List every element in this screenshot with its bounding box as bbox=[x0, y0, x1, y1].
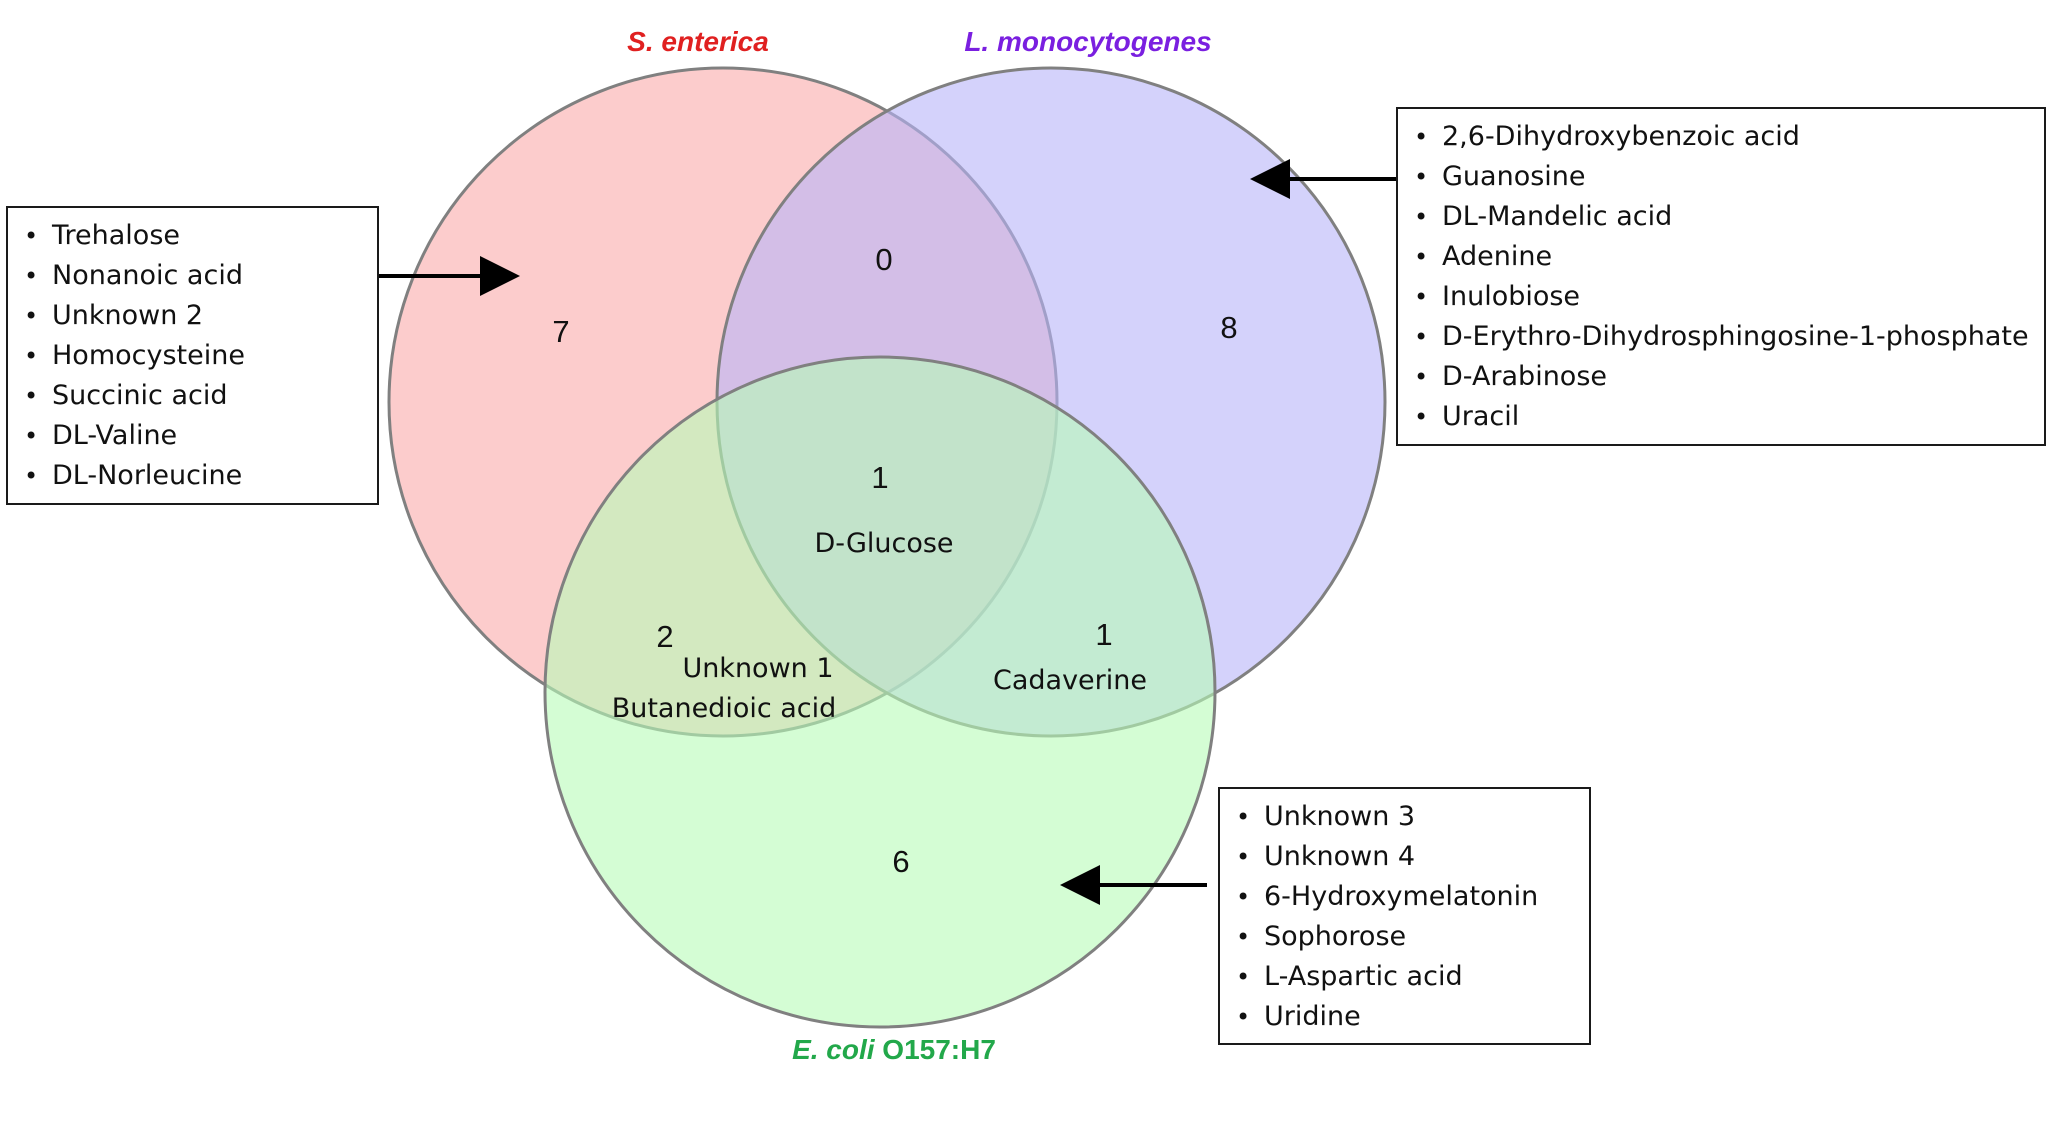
l-only-count: 8 bbox=[1220, 310, 1237, 345]
list-item: Adenine bbox=[1412, 237, 2030, 277]
e-coli-circle bbox=[543, 355, 1217, 1029]
list-item: Unknown 2 bbox=[22, 296, 363, 336]
l-monocytogenes-title: L. monocytogenes bbox=[964, 26, 1211, 57]
s-enterica-list-box: Trehalose Nonanoic acid Unknown 2 Homocy… bbox=[6, 206, 379, 505]
e-coli-list: Unknown 3 Unknown 4 6-Hydroxymelatonin S… bbox=[1234, 797, 1575, 1037]
list-item: Nonanoic acid bbox=[22, 256, 363, 296]
e-coli-list-box: Unknown 3 Unknown 4 6-Hydroxymelatonin S… bbox=[1218, 787, 1591, 1045]
list-item: DL-Mandelic acid bbox=[1412, 197, 2030, 237]
list-item: Guanosine bbox=[1412, 157, 2030, 197]
l-e-count: 1 bbox=[1095, 617, 1112, 652]
l-e-item-label: Cadaverine bbox=[993, 665, 1147, 696]
list-item: DL-Valine bbox=[22, 416, 363, 456]
list-item: Uracil bbox=[1412, 397, 2030, 437]
s-e-count: 2 bbox=[656, 619, 673, 654]
list-item: L-Aspartic acid bbox=[1234, 957, 1575, 997]
list-item: D-Arabinose bbox=[1412, 357, 2030, 397]
s-only-count: 7 bbox=[552, 314, 569, 349]
l-monocytogenes-list-box: 2,6-Dihydroxybenzoic acid Guanosine DL-M… bbox=[1396, 107, 2046, 446]
all-count: 1 bbox=[871, 460, 888, 495]
list-item: 2,6-Dihydroxybenzoic acid bbox=[1412, 117, 2030, 157]
list-item: Inulobiose bbox=[1412, 277, 2030, 317]
list-item: 6-Hydroxymelatonin bbox=[1234, 877, 1575, 917]
list-item: Unknown 4 bbox=[1234, 837, 1575, 877]
list-item: DL-Norleucine bbox=[22, 456, 363, 496]
list-item: Homocysteine bbox=[22, 336, 363, 376]
s-l-count: 0 bbox=[875, 242, 892, 277]
s-e-item-label-2: Butanedioic acid bbox=[612, 693, 837, 724]
list-item: Succinic acid bbox=[22, 376, 363, 416]
e-only-count: 6 bbox=[892, 844, 909, 879]
list-item: Sophorose bbox=[1234, 917, 1575, 957]
list-item: Uridine bbox=[1234, 997, 1575, 1037]
s-enterica-list: Trehalose Nonanoic acid Unknown 2 Homocy… bbox=[22, 216, 363, 496]
list-item: D-Erythro-Dihydrosphingosine-1-phosphate bbox=[1412, 317, 2030, 357]
s-e-item-label-1: Unknown 1 bbox=[682, 653, 833, 684]
all-item-label: D-Glucose bbox=[814, 528, 953, 559]
list-item: Trehalose bbox=[22, 216, 363, 256]
l-monocytogenes-list: 2,6-Dihydroxybenzoic acid Guanosine DL-M… bbox=[1412, 117, 2030, 437]
list-item: Unknown 3 bbox=[1234, 797, 1575, 837]
s-enterica-title: S. enterica bbox=[627, 26, 769, 57]
e-coli-title: E. coli O157:H7 bbox=[792, 1034, 996, 1065]
